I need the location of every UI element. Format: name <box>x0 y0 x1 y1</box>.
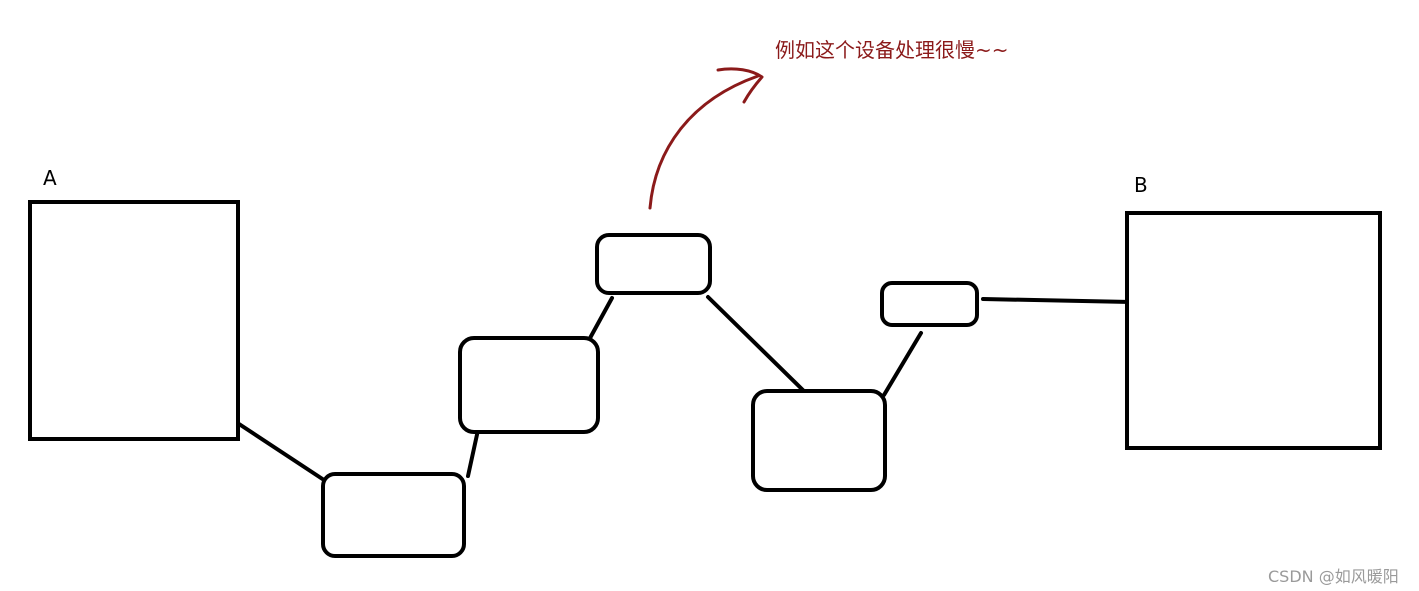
annotation-arrow-head <box>716 67 764 104</box>
router-1-box <box>321 472 466 558</box>
annotation-text: 例如这个设备处理很慢~~ <box>775 38 1009 62</box>
link-a-to-router-1 <box>234 420 326 482</box>
host-b-box <box>1125 211 1382 450</box>
router-4-box <box>751 389 887 492</box>
link-router-1-to-router-2 <box>466 428 480 478</box>
link-router-5-to-b <box>981 297 1133 304</box>
router-5-box <box>880 281 979 327</box>
router-2-box <box>458 336 600 434</box>
link-router-3-to-router-4 <box>706 295 813 400</box>
annotation-arrow <box>648 67 764 210</box>
host-a-label: A <box>43 166 57 190</box>
annotation-arrow-shaft <box>648 74 760 210</box>
router-3-box <box>595 233 712 295</box>
link-router-4-to-router-5 <box>882 331 923 397</box>
host-b-label: B <box>1134 173 1148 197</box>
watermark-text: CSDN @如风暖阳 <box>1268 567 1399 586</box>
host-a-box <box>28 200 240 441</box>
